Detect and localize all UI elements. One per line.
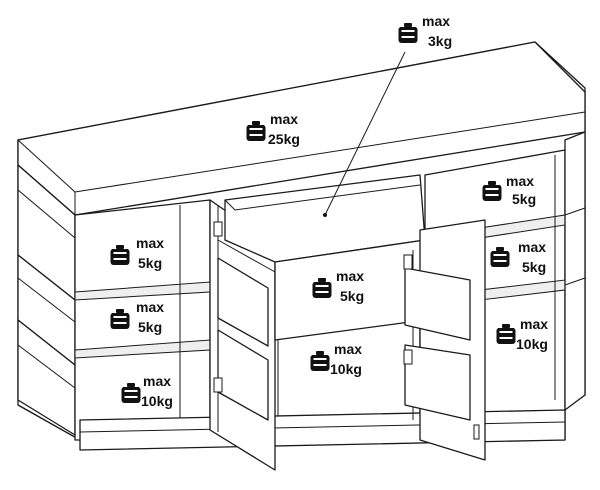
- weight-label-left-upper-line2: 5kg: [138, 255, 162, 271]
- weight-label-left-lower-line1: max: [143, 373, 171, 389]
- weight-label-right-upper: max 5kg: [482, 173, 536, 207]
- leader-line: [324, 51, 406, 216]
- weight-label-topboard-line1: max: [270, 111, 298, 127]
- weight-label-right-upper-line2: 5kg: [512, 191, 536, 207]
- weight-label-topboard-line2: 25kg: [268, 131, 300, 147]
- weight-label-left-middle: max 5kg: [110, 299, 164, 335]
- weight-label-top-line1: max: [422, 13, 450, 29]
- right-door: [403, 219, 486, 461]
- cabinet-body: [17, 41, 586, 451]
- weight-label-center-base-line1: max: [334, 341, 362, 357]
- weight-icon: [398, 23, 418, 43]
- weight-label-center-shelf-line2: 5kg: [340, 288, 364, 304]
- weight-label-left-middle-line2: 5kg: [138, 319, 162, 335]
- weight-label-right-middle-line1: max: [518, 239, 546, 255]
- weight-label-left-upper-line1: max: [136, 235, 164, 251]
- weight-label-right-lower-line2: 10kg: [516, 336, 548, 352]
- weight-label-right-middle: max 5kg: [490, 239, 546, 275]
- weight-label-top: max 3kg: [398, 13, 452, 49]
- left-door: [209, 199, 276, 471]
- weight-label-topboard: max 25kg: [246, 111, 300, 147]
- weight-label-left-middle-line1: max: [136, 299, 164, 315]
- weight-label-right-lower-line1: max: [520, 316, 548, 332]
- weight-label-top-line2: 3kg: [428, 33, 452, 49]
- weight-label-left-lower-line2: 10kg: [141, 393, 173, 409]
- weight-label-right-lower: max 10kg: [496, 316, 548, 352]
- weight-label-center-base-line2: 10kg: [330, 361, 362, 377]
- weight-label-right-middle-line2: 5kg: [522, 259, 546, 275]
- weight-label-center-shelf-line1: max: [336, 268, 364, 284]
- weight-label-left-upper: max 5kg: [110, 235, 164, 271]
- weight-label-center-shelf: max 5kg: [312, 268, 364, 304]
- weight-label-left-lower: max 10kg: [121, 373, 173, 409]
- weight-label-right-upper-line1: max: [506, 173, 534, 189]
- weight-label-center-base: max 10kg: [310, 341, 362, 377]
- center-drawer: [224, 174, 426, 341]
